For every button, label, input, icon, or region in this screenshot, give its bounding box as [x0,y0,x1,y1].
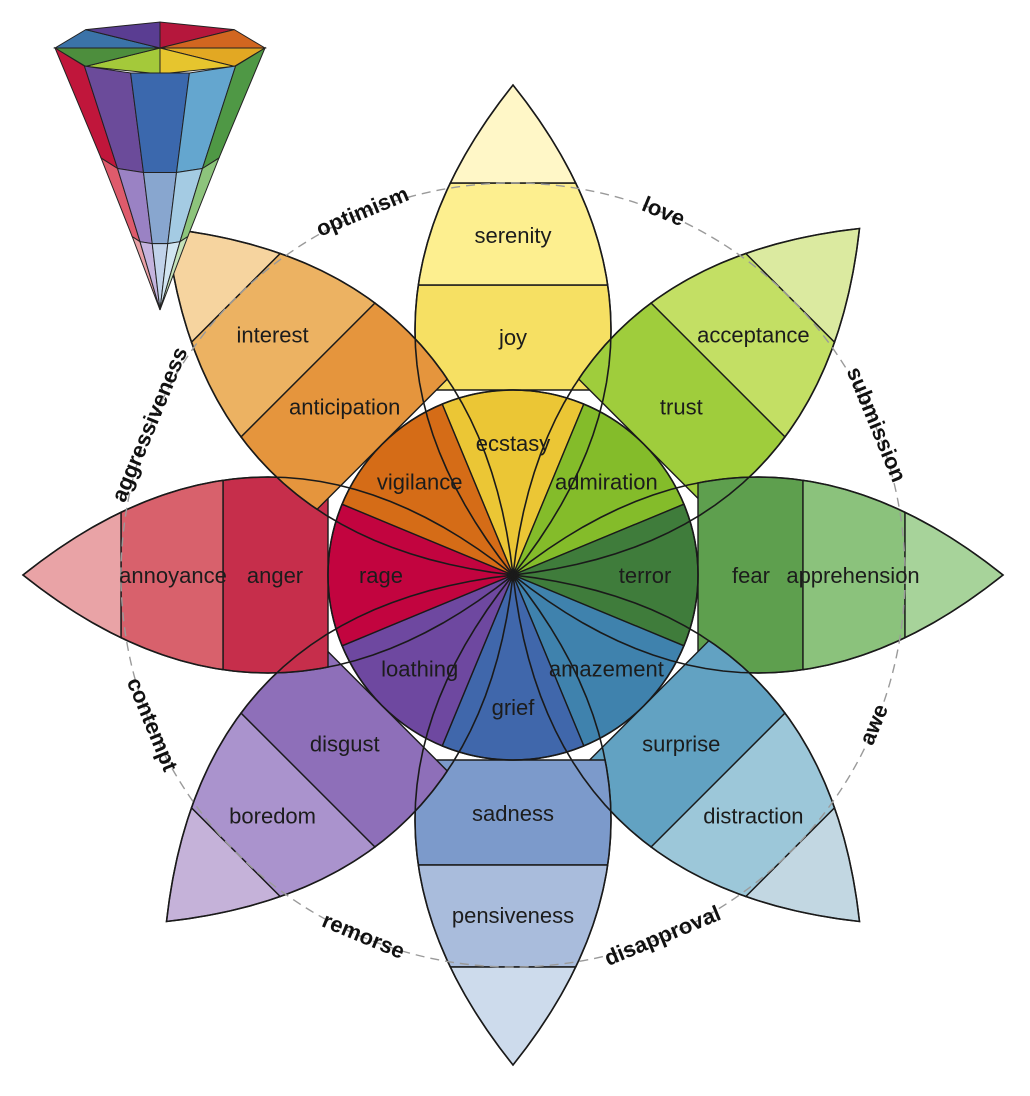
outer-dashed-circle [120,182,906,968]
petal-label-anger: anger [247,563,303,588]
petal-joy-outline [414,83,612,576]
petal-label-serenity: serenity [474,223,551,248]
cone-top-slice [159,29,267,49]
petal-label-surprise: surprise [642,731,720,756]
petal-label-amazement: amazement [549,656,664,681]
dyad-disapproval: disapproval [601,900,725,970]
petal-label-ecstasy: ecstasy [476,431,551,456]
petal-label-pensiveness: pensiveness [452,903,574,928]
dyad-contempt: contempt [122,674,183,776]
dyad-love: love [639,191,689,231]
petal-anger-band-3 [21,511,122,639]
dyad-remorse: remorse [319,907,409,963]
petal-fear-outline [512,476,1005,674]
petal-label-grief: grief [492,695,536,720]
petal-label-disgust: disgust [310,731,380,756]
petal-labels: serenity joy ecstasy acceptance trust admirat… [119,223,920,928]
petal-label-distraction: distraction [703,803,803,828]
petal-label-acceptance: acceptance [697,323,810,348]
dyad-optimism: optimism [312,181,412,242]
petal-label-terror: terror [619,563,672,588]
petal-label-fear: fear [732,563,770,588]
dyad-awe: awe [854,700,893,748]
intensity-circle [327,389,699,761]
petal-label-boredom: boredom [229,803,316,828]
petal-joy-band-3 [449,83,577,184]
petal-trust-outline [512,227,861,576]
dyad-submission: submission [842,363,912,486]
petal-label-apprehension: apprehension [786,563,919,588]
petal-label-admiration: admiration [555,470,658,495]
petal-surprise-outline [512,574,861,923]
petal-disgust-outline [165,574,514,923]
petal-label-vigilance: vigilance [377,470,463,495]
cone-face [159,235,189,311]
petal-label-trust: trust [660,395,703,420]
petal-label-anticipation: anticipation [289,395,400,420]
petal-fear-band-3 [904,511,1005,639]
petal-sadness-outline [414,574,612,1067]
petal-label-loathing: loathing [381,656,458,681]
petals-layer [21,83,1005,1067]
petal-label-sadness: sadness [472,801,554,826]
dyad-aggressiveness: aggressiveness [106,343,192,505]
petal-anger-outline [21,476,514,674]
petal-label-annoyance: annoyance [119,563,227,588]
petal-outlines [21,83,1005,1067]
petal-label-joy: joy [498,325,527,350]
cone-3d-model [53,21,267,311]
petal-label-rage: rage [359,563,403,588]
petal-sadness-band-3 [449,966,577,1067]
petal-label-interest: interest [237,323,309,348]
